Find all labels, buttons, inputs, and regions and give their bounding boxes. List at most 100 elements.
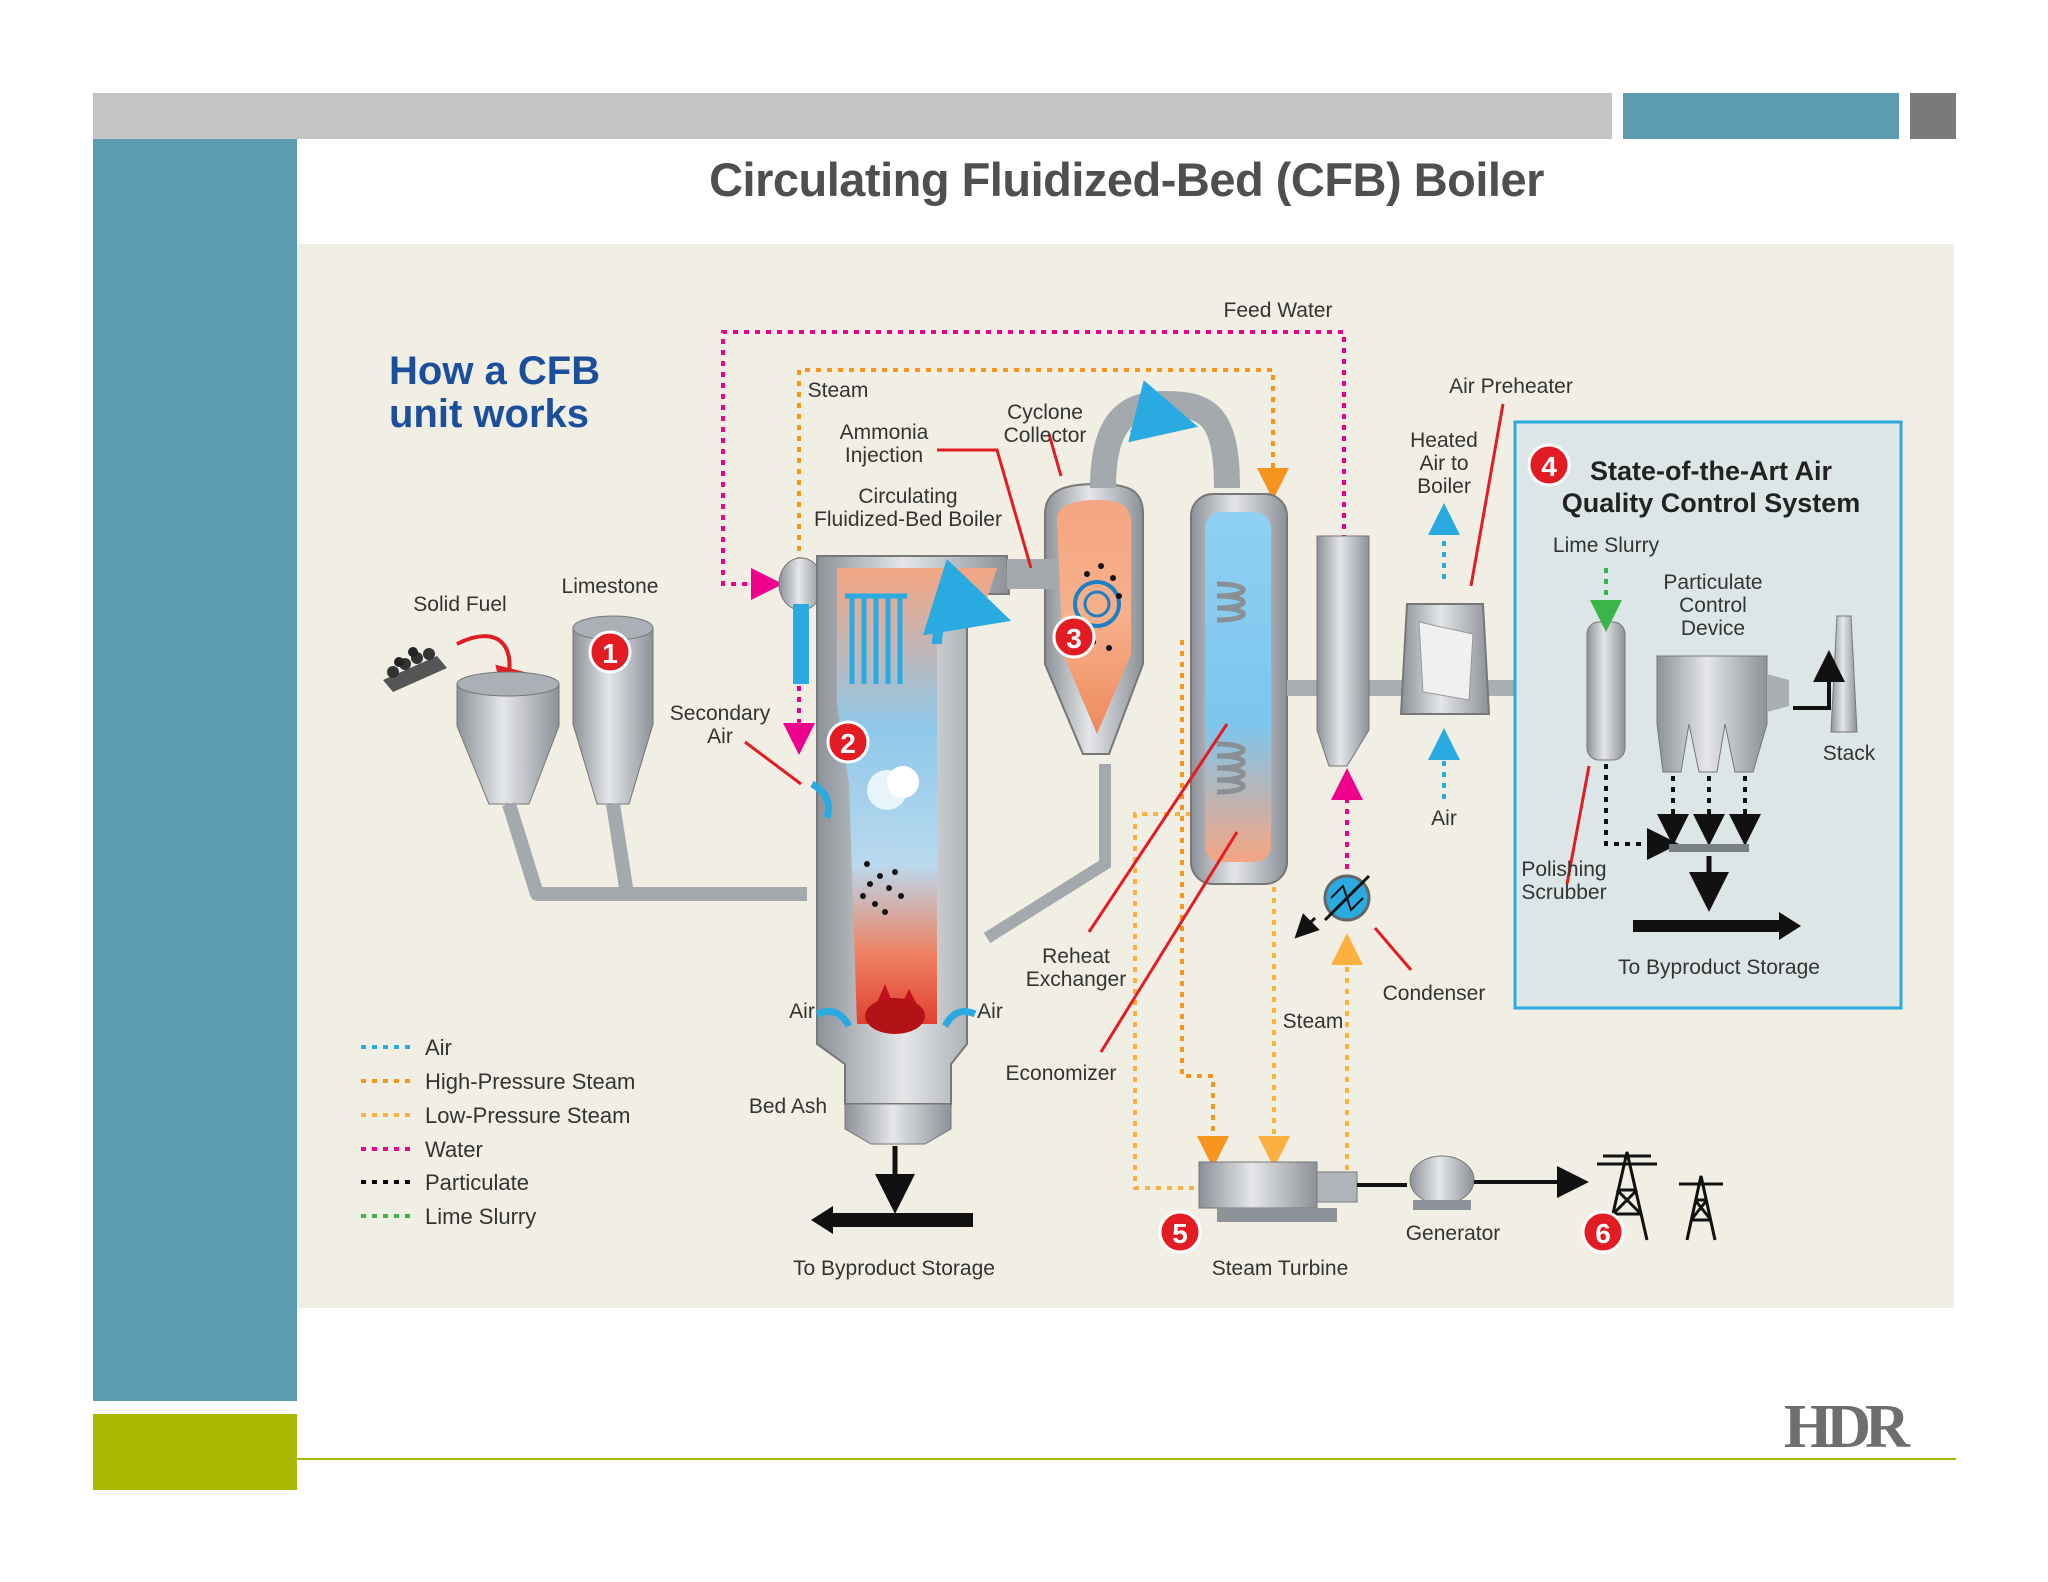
label-secondary-2: Air [707, 725, 733, 748]
label-limestone: Limestone [562, 575, 659, 598]
step-badge-4 [1527, 443, 1571, 487]
label-heated-3: Boiler [1417, 475, 1471, 498]
air-preheater [1399, 603, 1491, 715]
cyclone-return-pipe [983, 764, 1111, 944]
label-polishing-2: Scrubber [1521, 881, 1606, 904]
cfb-diagram: How a CFB unit works [297, 244, 1954, 1308]
stack-icon [1793, 615, 1858, 733]
legend-label-particulate: Particulate [425, 1170, 529, 1195]
label-pcd-3: Device [1681, 617, 1745, 640]
steam-hp-line [797, 368, 1289, 1168]
diagram-heading-line2: unit works [389, 392, 589, 436]
label-ammonia-1: Ammonia [840, 421, 929, 444]
legend-item-air: Air [361, 1035, 452, 1060]
cyclone-collector [1044, 482, 1144, 755]
label-reheat-2: Exchanger [1026, 968, 1126, 991]
label-pcd-2: Control [1679, 594, 1747, 617]
diagram-heading-line1: How a CFB [389, 349, 600, 393]
label-generator: Generator [1406, 1222, 1501, 1245]
label-pcd-1: Particulate [1663, 571, 1762, 594]
label-cfb-1: Circulating [858, 485, 957, 508]
label-stack: Stack [1823, 742, 1876, 765]
label-condenser: Condenser [1383, 982, 1486, 1005]
label-reheat-1: Reheat [1042, 945, 1110, 968]
legend-label-lp-steam: Low-Pressure Steam [425, 1103, 630, 1128]
hdr-logo: HDR [1784, 1393, 1910, 1461]
step-badge-3 [1052, 615, 1096, 659]
step-number-1: 1 [602, 638, 618, 669]
legend: Air High-Pressure Steam Low-Pressure Ste… [361, 1035, 635, 1229]
condenser-outflow [1294, 913, 1320, 939]
crossover-flow-arrow [1128, 380, 1199, 443]
label-air-left: Air [789, 1000, 815, 1023]
label-heated-2: Air to [1419, 452, 1468, 475]
economizer-column [1316, 535, 1370, 767]
label-aqcs-byproduct: To Byproduct Storage [1618, 956, 1820, 979]
legend-item-water: Water [361, 1137, 483, 1162]
collection-tray [1669, 844, 1749, 852]
feed-pipes [502, 801, 807, 901]
label-heated-1: Heated [1410, 429, 1478, 452]
top-dark-square [1910, 93, 1956, 139]
aqcs-title-line1: State-of-the-Art Air [1590, 456, 1832, 486]
particulate-lines [1604, 764, 1761, 860]
step-number-3: 3 [1066, 623, 1082, 654]
step-badges: 1 2 3 4 5 6 [588, 443, 1625, 1254]
label-to-byproduct-left: To Byproduct Storage [793, 1257, 995, 1280]
step-number-5: 5 [1172, 1218, 1188, 1249]
label-cyclone-1: Cyclone [1007, 401, 1083, 424]
label-lime-slurry: Lime Slurry [1553, 534, 1660, 557]
label-cfb-2: Fluidized-Bed Boiler [814, 508, 1002, 531]
legend-item-hp-steam: High-Pressure Steam [361, 1069, 635, 1094]
aqcs-title-line2: Quality Control System [1562, 488, 1861, 518]
label-air-ph: Air [1431, 807, 1457, 830]
top-grey-bar [93, 93, 1612, 139]
label-economizer: Economizer [1006, 1062, 1117, 1085]
bed-ash-arrowhead [811, 1206, 833, 1234]
particulate-control-device [1656, 655, 1789, 773]
legend-item-lime-slurry: Lime Slurry [361, 1204, 536, 1229]
label-solid-fuel: Solid Fuel [413, 593, 506, 616]
legend-label-lime-slurry: Lime Slurry [425, 1204, 536, 1229]
label-ammonia-2: Injection [845, 444, 923, 467]
aqcs-byproduct-arrowhead [1779, 912, 1801, 940]
cfb-boiler-furnace [810, 555, 1012, 1145]
label-cyclone-2: Collector [1004, 424, 1087, 447]
footer-rule [297, 1458, 1956, 1460]
label-polishing-1: Polishing [1521, 858, 1606, 881]
condenser-icon [1323, 874, 1371, 922]
legend-item-lp-steam: Low-Pressure Steam [361, 1103, 630, 1128]
feed-water-line [721, 330, 1346, 600]
legend-label-water: Water [425, 1137, 483, 1162]
step-number-4: 4 [1541, 451, 1557, 482]
label-bed-ash: Bed Ash [749, 1095, 827, 1118]
polishing-scrubber [1586, 621, 1626, 761]
label-steam-mid: Steam [1283, 1010, 1344, 1033]
step-badge-2 [826, 720, 870, 764]
label-air-preheater: Air Preheater [1449, 375, 1573, 398]
legend-label-air: Air [425, 1035, 452, 1060]
label-secondary-1: Secondary [670, 702, 771, 725]
reheat-exchanger [1190, 493, 1288, 885]
step-badge-6 [1581, 1210, 1625, 1254]
limestone-hopper [572, 615, 654, 805]
top-teal-bar [1623, 93, 1899, 139]
slide-title: Circulating Fluidized-Bed (CFB) Boiler [709, 153, 1544, 206]
solid-fuel-conveyor [383, 647, 447, 692]
label-steam-top: Steam [808, 379, 869, 402]
step-badge-1 [588, 630, 632, 674]
left-teal-bar [93, 139, 297, 1401]
transmission-tower-icon [1597, 1151, 1723, 1241]
callout-lines [744, 403, 1591, 1053]
step-number-6: 6 [1595, 1218, 1611, 1249]
steam-drum [778, 557, 824, 684]
left-green-block [93, 1414, 297, 1490]
label-feed-water: Feed Water [1224, 299, 1333, 322]
step-number-2: 2 [840, 728, 856, 759]
label-steam-turbine: Steam Turbine [1212, 1257, 1349, 1280]
generator-icon [1409, 1155, 1475, 1210]
fuel-hopper [456, 671, 560, 805]
legend-item-particulate: Particulate [361, 1170, 529, 1195]
step-badge-5 [1158, 1210, 1202, 1254]
label-air-right: Air [977, 1000, 1003, 1023]
